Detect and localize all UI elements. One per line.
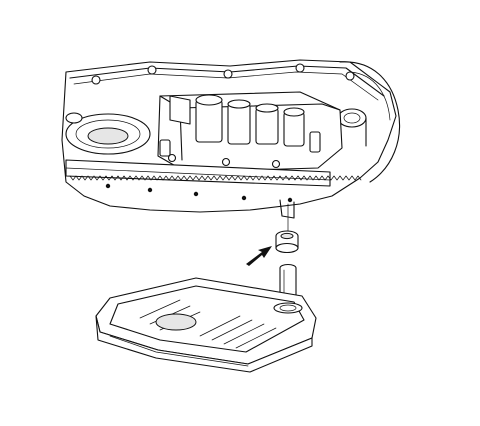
valve-body	[157, 91, 343, 173]
filter-seal	[275, 230, 299, 254]
oil-filter	[95, 277, 317, 373]
indicator-arrow	[246, 246, 272, 266]
